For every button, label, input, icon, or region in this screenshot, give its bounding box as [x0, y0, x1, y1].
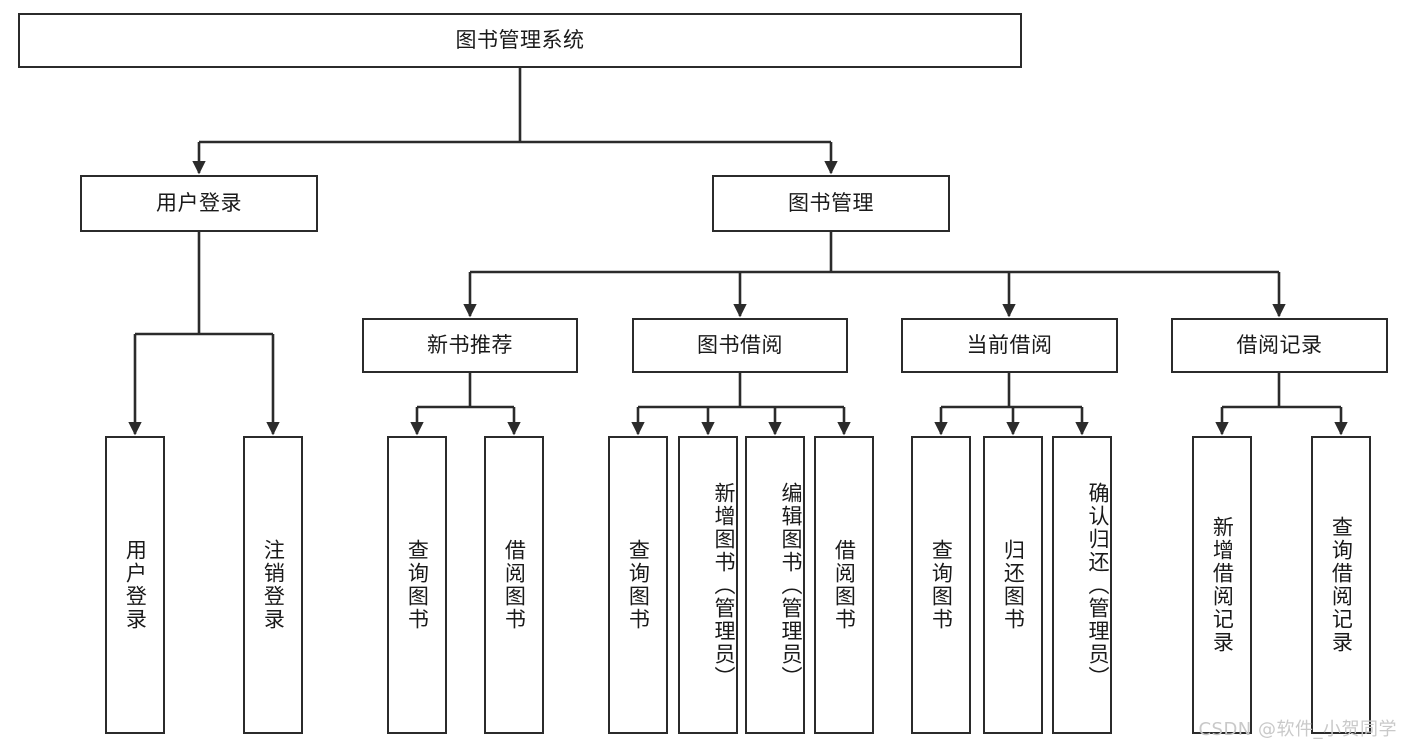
node-borrow-record-label: 借阅记录 — [1236, 333, 1323, 358]
leaf-query-record[interactable]: 查询借阅记录 — [1311, 436, 1371, 734]
leaf-borrow-book-2-label: 借阅图书 — [832, 539, 857, 631]
leaf-user-login[interactable]: 用户登录 — [105, 436, 165, 734]
leaf-query-book-3-label: 查询图书 — [929, 539, 954, 631]
leaf-edit-book[interactable]: 编辑图书（管理员） — [745, 436, 805, 734]
leaf-query-book-1-label: 查询图书 — [405, 539, 430, 631]
leaf-confirm-return[interactable]: 确认归还（管理员） — [1052, 436, 1112, 734]
leaf-query-book-1[interactable]: 查询图书 — [387, 436, 447, 734]
node-new-book-rec-label: 新书推荐 — [427, 333, 513, 358]
leaf-borrow-book-2[interactable]: 借阅图书 — [814, 436, 874, 734]
leaf-confirm-return-label: 确认归还（管理员） — [1086, 481, 1110, 689]
leaf-return-book[interactable]: 归还图书 — [983, 436, 1043, 734]
node-book-borrow-label: 图书借阅 — [697, 333, 783, 358]
leaf-return-book-label: 归还图书 — [1001, 539, 1026, 631]
node-root-label: 图书管理系统 — [455, 28, 585, 53]
leaf-query-record-label: 查询借阅记录 — [1329, 516, 1354, 654]
node-new-book-rec[interactable]: 新书推荐 — [362, 318, 578, 373]
node-user-login-label: 用户登录 — [156, 191, 242, 216]
leaf-user-logout[interactable]: 注销登录 — [243, 436, 303, 734]
csdn-watermark: CSDN @软件_小贺同学 — [1198, 719, 1397, 740]
node-current-borrow[interactable]: 当前借阅 — [901, 318, 1118, 373]
node-current-borrow-label: 当前借阅 — [966, 333, 1053, 358]
node-book-manage[interactable]: 图书管理 — [712, 175, 950, 232]
node-root[interactable]: 图书管理系统 — [18, 13, 1022, 68]
leaf-add-book[interactable]: 新增图书（管理员） — [678, 436, 738, 734]
leaf-borrow-book-1[interactable]: 借阅图书 — [484, 436, 544, 734]
leaf-add-book-label: 新增图书（管理员） — [712, 481, 736, 689]
node-book-manage-label: 图书管理 — [788, 191, 874, 216]
leaf-borrow-book-1-label: 借阅图书 — [502, 539, 527, 631]
leaf-add-record-label: 新增借阅记录 — [1210, 516, 1235, 654]
leaf-edit-book-label: 编辑图书（管理员） — [779, 481, 803, 689]
node-borrow-record[interactable]: 借阅记录 — [1171, 318, 1388, 373]
leaf-query-book-2-label: 查询图书 — [626, 539, 651, 631]
leaf-user-logout-label: 注销登录 — [261, 539, 286, 631]
leaf-add-record[interactable]: 新增借阅记录 — [1192, 436, 1252, 734]
leaf-query-book-3[interactable]: 查询图书 — [911, 436, 971, 734]
node-book-borrow[interactable]: 图书借阅 — [632, 318, 848, 373]
leaf-user-login-label: 用户登录 — [123, 539, 148, 631]
leaf-query-book-2[interactable]: 查询图书 — [608, 436, 668, 734]
node-user-login[interactable]: 用户登录 — [80, 175, 318, 232]
